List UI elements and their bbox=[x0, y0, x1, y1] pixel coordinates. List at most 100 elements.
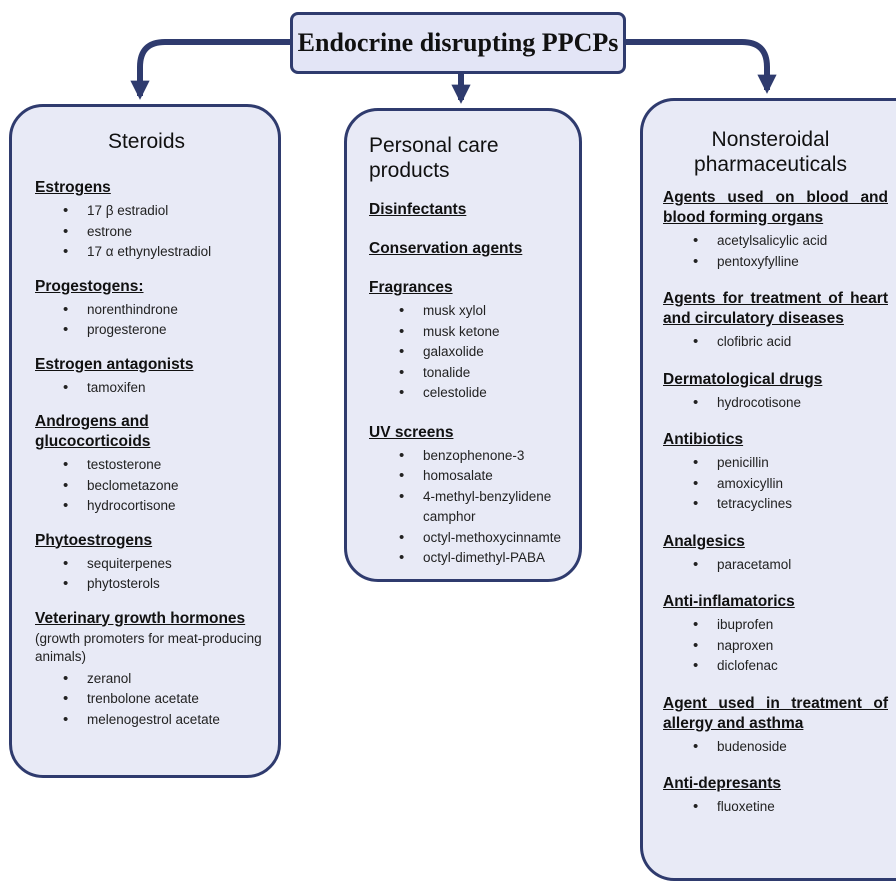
compound-item: fluoxetine bbox=[693, 797, 888, 818]
compound-item: diclofenac bbox=[693, 656, 888, 677]
compound-item: progesterone bbox=[63, 320, 268, 341]
compound-list: sequiterpenesphytosterols bbox=[35, 554, 268, 595]
compound-item: budenoside bbox=[693, 737, 888, 758]
compound-item: benzophenone-3 bbox=[399, 446, 571, 467]
compound-item: 17 α ethynylestradiol bbox=[63, 242, 268, 263]
compound-item: ibuprofen bbox=[693, 615, 888, 636]
category-title: Phytoestrogens bbox=[35, 531, 153, 549]
compound-item: galaxolide bbox=[399, 342, 571, 363]
compound-list: 17 β estradiolestrone17 α ethynylestradi… bbox=[35, 201, 268, 263]
compound-list: tamoxifen bbox=[35, 378, 268, 399]
category-title: Analgesics bbox=[663, 532, 745, 550]
category-title: Disinfectants bbox=[369, 201, 467, 218]
category-title: Agents for treatment of heart and circul… bbox=[663, 290, 888, 327]
compound-list: paracetamol bbox=[663, 555, 888, 576]
compound-item: testosterone bbox=[63, 455, 268, 476]
column-title: Steroids bbox=[107, 130, 186, 153]
compound-item: celestolide bbox=[399, 383, 571, 404]
category-title: Fragrances bbox=[369, 279, 453, 296]
category-section: Estrogen antagonists tamoxifen bbox=[35, 355, 268, 399]
category-title: Veterinary growth hormones bbox=[35, 609, 246, 627]
category-title: Dermatological drugs bbox=[663, 370, 823, 388]
compound-item: tonalide bbox=[399, 363, 571, 384]
compound-item: hydrocotisone bbox=[693, 393, 888, 414]
category-title: Agent used in treatment of allergy and a… bbox=[663, 694, 888, 732]
compound-item: tetracyclines bbox=[693, 494, 888, 515]
compound-item: tamoxifen bbox=[63, 378, 268, 399]
compound-list: acetylsalicylic acidpentoxyfylline bbox=[663, 231, 888, 272]
category-title: Progestogens: bbox=[35, 277, 144, 295]
category-title: Conservation agents bbox=[369, 240, 523, 257]
column-title: Nonsteroidal pharmaceuticals bbox=[694, 128, 847, 176]
arrow-to-steroids bbox=[130, 39, 290, 100]
compound-item: trenbolone acetate bbox=[63, 689, 268, 710]
category-section: Veterinary growth hormones (growth promot… bbox=[35, 609, 268, 731]
category-title: Agents used on blood and blood forming o… bbox=[663, 189, 888, 226]
category-title: Antibiotics bbox=[663, 431, 744, 448]
category-section: Analgesics paracetamol bbox=[663, 532, 888, 576]
compound-item: octyl-methoxycinnamte bbox=[399, 528, 571, 549]
compound-item: musk ketone bbox=[399, 322, 571, 343]
compound-item: homosalate bbox=[399, 466, 571, 487]
compound-list: musk xylolmusk ketonegalaxolidetonalidec… bbox=[369, 301, 571, 404]
category-title: Estrogen antagonists bbox=[35, 355, 194, 373]
category-section: Anti-inflamatorics ibuprofennaproxendiclo… bbox=[663, 592, 888, 677]
compound-item: clofibric acid bbox=[693, 332, 888, 353]
category-section: Agent used in treatment of allergy and a… bbox=[663, 694, 888, 758]
compound-item: 4-methyl-benzylidene camphor bbox=[399, 487, 571, 528]
compound-item: naproxen bbox=[693, 636, 888, 657]
category-section: Conservation agents bbox=[369, 239, 571, 259]
compound-list: hydrocotisone bbox=[663, 393, 888, 414]
category-section: Fragrances musk xylolmusk ketonegalaxolid… bbox=[369, 278, 571, 404]
category-section: Antibiotics penicillinamoxicyllintetracyc… bbox=[663, 430, 888, 515]
category-note: (growth promoters for meat-producing ani… bbox=[35, 630, 262, 664]
compound-item: musk xylol bbox=[399, 301, 571, 322]
compound-item: norenthindrone bbox=[63, 300, 268, 321]
category-title: UV screens bbox=[369, 423, 454, 441]
category-section: Anti-depresants fluoxetine bbox=[663, 774, 888, 818]
category-section: Agents used on blood and blood forming o… bbox=[663, 188, 888, 272]
compound-item: penicillin bbox=[693, 453, 888, 474]
root-node: Endocrine disrupting PPCPs bbox=[290, 12, 626, 74]
column-title: Personal care products bbox=[369, 134, 499, 182]
category-section: Androgens and glucocorticoids testosteron… bbox=[35, 412, 268, 517]
compound-item: sequiterpenes bbox=[63, 554, 268, 575]
compound-item: acetylsalicylic acid bbox=[693, 231, 888, 252]
compound-list: budenoside bbox=[663, 737, 888, 758]
compound-item: beclometazone bbox=[63, 476, 268, 497]
compound-item: 17 β estradiol bbox=[63, 201, 268, 222]
compound-item: pentoxyfylline bbox=[693, 252, 888, 273]
category-section: Phytoestrogens sequiterpenesphytosterols bbox=[35, 531, 268, 595]
category-title: Androgens and glucocorticoids bbox=[35, 413, 151, 450]
compound-list: clofibric acid bbox=[663, 332, 888, 353]
compound-list: ibuprofennaproxendiclofenac bbox=[663, 615, 888, 677]
compound-list: benzophenone-3homosalate4-methyl-benzyli… bbox=[369, 446, 571, 569]
compound-item: hydrocortisone bbox=[63, 496, 268, 517]
category-section: Agents for treatment of heart and circul… bbox=[663, 289, 888, 353]
compound-item: phytosterols bbox=[63, 574, 268, 595]
arrow-to-nonsteroidal bbox=[626, 39, 777, 94]
compound-list: zeranoltrenbolone acetatemelenogestrol a… bbox=[35, 669, 268, 731]
category-section: UV screens benzophenone-3homosalate4-meth… bbox=[369, 423, 571, 569]
category-title: Estrogens bbox=[35, 179, 111, 196]
compound-item: melenogestrol acetate bbox=[63, 710, 268, 731]
compound-list: fluoxetine bbox=[663, 797, 888, 818]
compound-item: estrone bbox=[63, 222, 268, 243]
category-section: Progestogens: norenthindroneprogesterone bbox=[35, 277, 268, 341]
compound-item: zeranol bbox=[63, 669, 268, 690]
compound-list: testosteronebeclometazonehydrocortisone bbox=[35, 455, 268, 517]
compound-list: penicillinamoxicyllintetracyclines bbox=[663, 453, 888, 515]
compound-item: octyl-dimethyl-PABA bbox=[399, 548, 571, 569]
root-title: Endocrine disrupting PPCPs bbox=[297, 28, 619, 57]
category-title: Anti-inflamatorics bbox=[663, 593, 795, 610]
compound-item: paracetamol bbox=[693, 555, 888, 576]
category-section: Estrogens 17 β estradiolestrone17 α ethyn… bbox=[35, 178, 268, 263]
compound-item: amoxicyllin bbox=[693, 474, 888, 495]
category-title: Anti-depresants bbox=[663, 775, 781, 792]
compound-list: norenthindroneprogesterone bbox=[35, 300, 268, 341]
category-section: Disinfectants bbox=[369, 200, 571, 220]
